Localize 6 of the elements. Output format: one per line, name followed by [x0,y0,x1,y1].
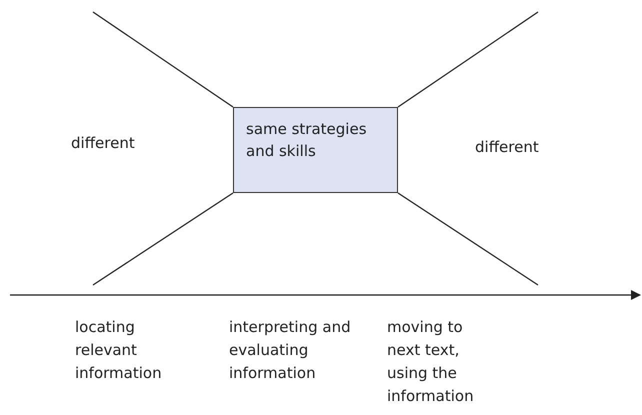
text-label: locating relevant information [75,317,163,384]
text-label: interpreting and evaluating information [229,317,351,384]
process-box: same strategies and skills [233,107,398,193]
text-label: moving to next text, using the information [387,317,475,407]
text-label: different [71,133,136,154]
text-label: different [475,137,540,158]
